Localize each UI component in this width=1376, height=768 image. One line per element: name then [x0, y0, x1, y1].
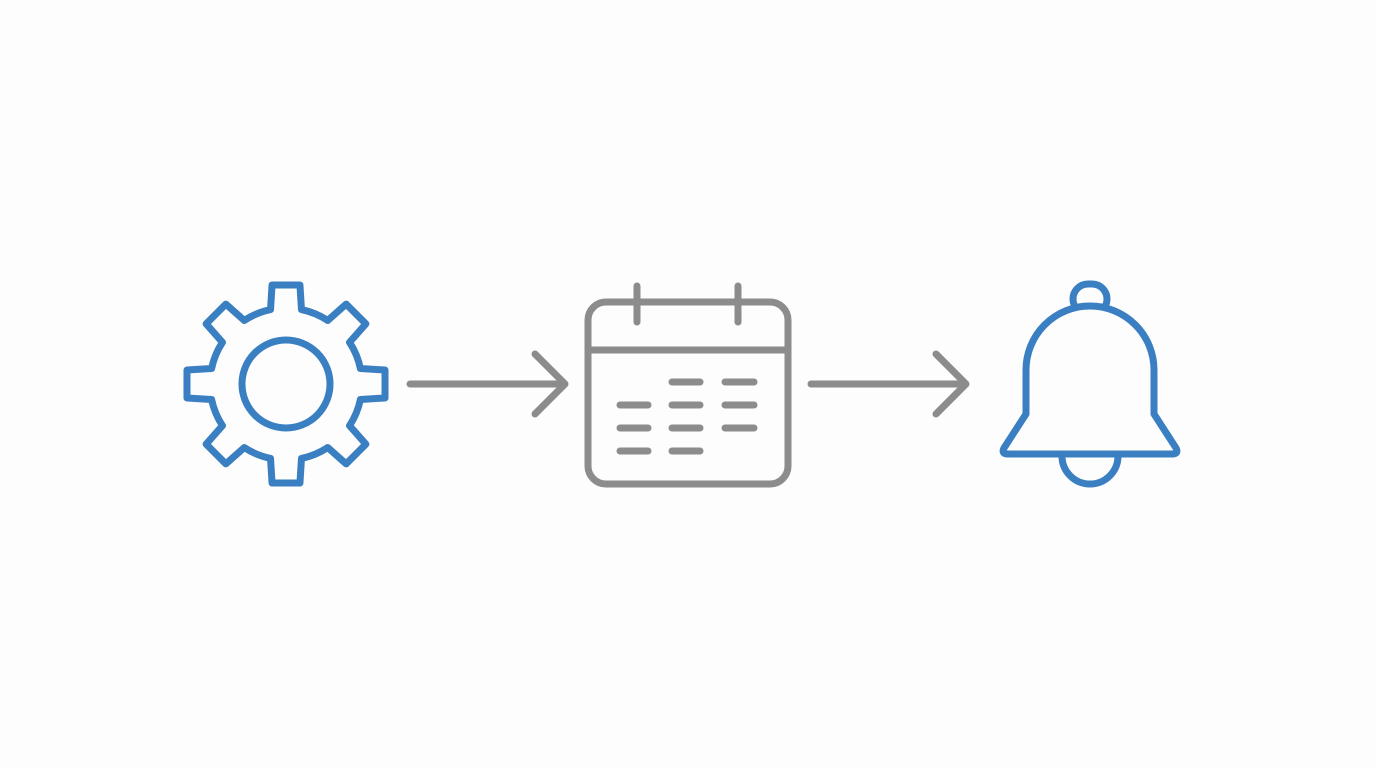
gear-icon [183, 281, 389, 487]
calendar-date-grid [616, 378, 758, 455]
gear-hub-circle [238, 336, 334, 432]
arrow-right-icon [406, 350, 569, 418]
bell-clapper [1058, 452, 1122, 488]
calendar-icon [584, 282, 792, 488]
bell-icon [999, 280, 1181, 488]
arrow-right-icon [807, 350, 970, 418]
bell-body [999, 302, 1181, 458]
